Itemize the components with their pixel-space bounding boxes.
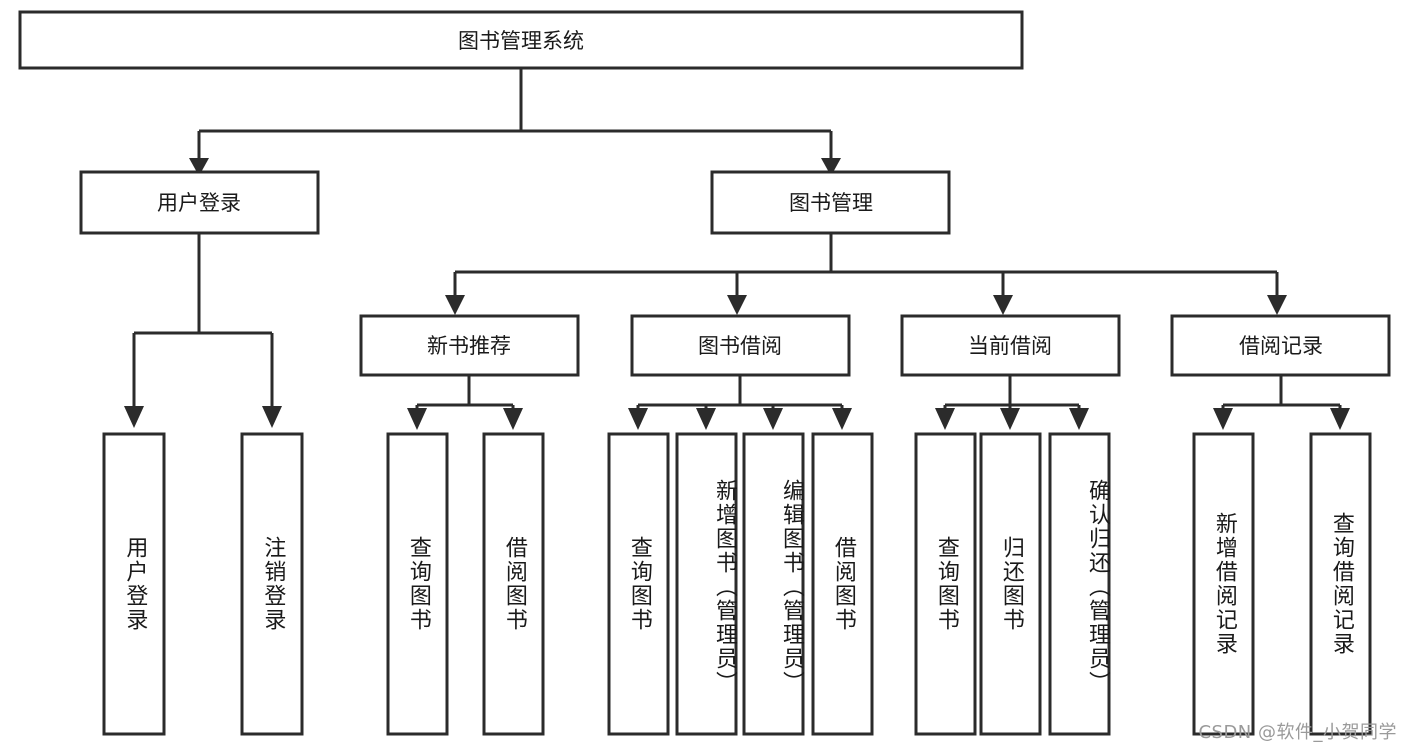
node-box-leaf-add-book[interactable] [675, 432, 738, 736]
node-box-leaf-query-book-2[interactable] [607, 432, 670, 736]
node-box-current-borrow[interactable] [900, 314, 1121, 377]
arrowhead-leaf-query-book-1 [407, 408, 427, 430]
node-box-leaf-return-book[interactable] [979, 432, 1042, 736]
connector-group [124, 68, 1350, 430]
node-label-new-book-recommend: 新书推荐 [427, 334, 511, 358]
node-box-user-login[interactable] [79, 170, 320, 235]
node-box-book-manage[interactable] [710, 170, 951, 235]
node-label-current-borrow: 当前借阅 [968, 334, 1052, 358]
edge-book-manage-split [453, 233, 1279, 295]
arrowhead-new-book-recommend [445, 295, 465, 315]
edge-root-trunk [197, 68, 833, 158]
node-box-leaf-user-login[interactable] [102, 432, 166, 736]
node-box-leaf-confirm-return[interactable] [1048, 432, 1111, 736]
node-box-leaf-edit-book[interactable] [742, 432, 805, 736]
node-group: 图书管理系统 用户登录 图书管理 新书推荐 图书借阅 当前借阅 借阅记录 [18, 10, 1391, 736]
arrowhead-leaf-query-record [1330, 408, 1350, 430]
edge-book-borrow-split [636, 375, 844, 410]
arrowhead-user-login [189, 158, 209, 176]
arrowhead-leaf-query-book-3 [935, 408, 955, 430]
node-box-leaf-logout[interactable] [240, 432, 304, 736]
edge-borrow-record-split [1221, 375, 1342, 410]
node-box-root[interactable] [18, 10, 1024, 70]
node-box-new-book-recommend[interactable] [359, 314, 580, 377]
node-label-book-borrow: 图书借阅 [698, 334, 782, 358]
arrowhead-leaf-add-book [696, 408, 716, 430]
node-label-borrow-record: 借阅记录 [1239, 334, 1323, 358]
node-box-leaf-add-record[interactable] [1192, 432, 1255, 736]
edge-user-login-split [132, 233, 274, 406]
node-label-user-login: 用户登录 [157, 191, 241, 215]
arrowhead-current-borrow [993, 295, 1013, 315]
node-box-leaf-borrow-book-2[interactable] [811, 432, 874, 736]
arrowhead-leaf-borrow-book-1 [503, 408, 523, 430]
node-box-book-borrow[interactable] [630, 314, 851, 377]
node-box-borrow-record[interactable] [1170, 314, 1391, 377]
arrowhead-book-borrow [727, 295, 747, 315]
edge-current-borrow-split [943, 375, 1081, 410]
arrowhead-leaf-borrow-book-2 [832, 408, 852, 430]
edge-new-book-recommend-split [415, 375, 515, 410]
arrowhead-borrow-record [1267, 295, 1287, 315]
node-box-leaf-query-book-1[interactable] [386, 432, 449, 736]
watermark-text: CSDN @软件_小贺同学 [1198, 722, 1397, 743]
arrowhead-leaf-add-record [1213, 408, 1233, 430]
node-label-book-manage: 图书管理 [789, 191, 873, 215]
arrowhead-leaf-user-login [124, 406, 144, 428]
node-box-leaf-borrow-book-1[interactable] [482, 432, 545, 736]
arrowhead-leaf-edit-book [763, 408, 783, 430]
arrowhead-leaf-return-book [1000, 408, 1020, 430]
node-box-leaf-query-book-3[interactable] [914, 432, 977, 736]
arrowhead-book-manage [821, 158, 841, 176]
node-label-root: 图书管理系统 [458, 29, 584, 53]
arrowhead-leaf-logout [262, 406, 282, 428]
arrowhead-leaf-query-book-2 [628, 408, 648, 430]
arrowhead-leaf-confirm-return [1069, 408, 1089, 430]
node-box-leaf-query-record[interactable] [1309, 432, 1372, 736]
